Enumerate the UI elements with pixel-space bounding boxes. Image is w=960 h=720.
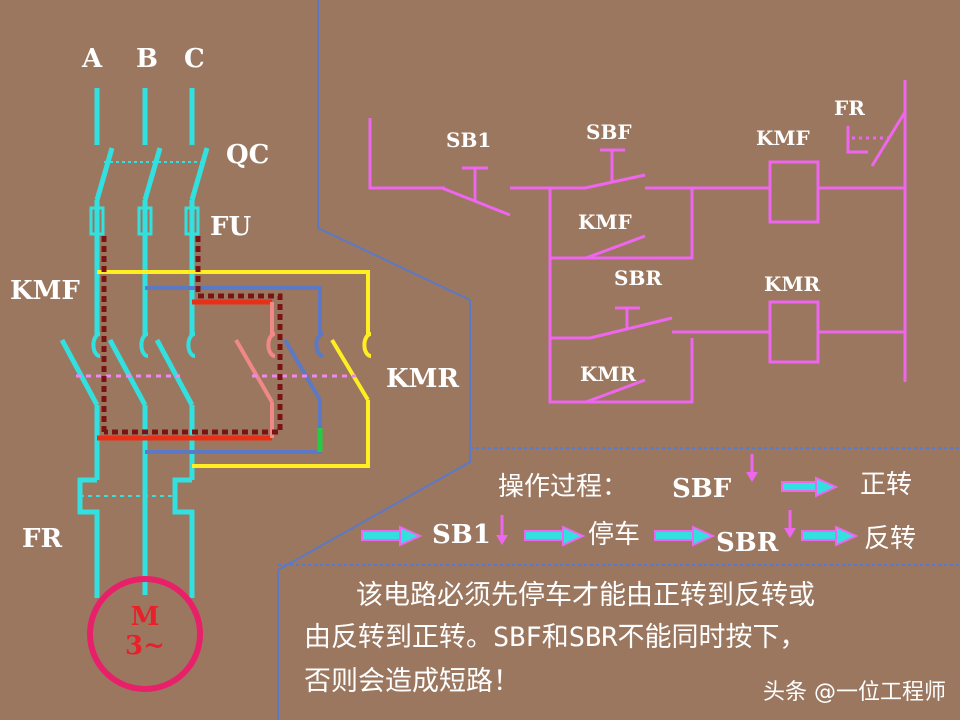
fr-element-a (77, 477, 100, 598)
down-arrow-1-head (746, 472, 758, 482)
kmr-branch (548, 338, 694, 404)
phase-label-c: C (184, 44, 205, 74)
motor-label-phase: 3~ (125, 630, 165, 661)
phase-label-a: A (82, 44, 103, 74)
phase-label-b: B (136, 44, 158, 74)
kmf-bus (97, 270, 370, 468)
note-line-3: 否则会造成短路！ (304, 666, 520, 697)
down-arrow-3-head (784, 528, 796, 538)
process-arrows (361, 454, 859, 547)
kmr-bus-bottom (145, 400, 322, 454)
process-forward: 正转 (860, 470, 913, 500)
qc-blade-b (142, 147, 163, 201)
kmr-bus-top (145, 286, 322, 336)
process-sb1: SB1 (432, 520, 491, 550)
kmr-contact-right (330, 338, 370, 402)
short-path-right (104, 236, 283, 435)
kmf-aux-contact (585, 234, 646, 260)
arrow-2-head (399, 525, 423, 547)
process-stop: 停车 (588, 520, 641, 550)
kmr-contact-mid (283, 338, 322, 402)
motor-label: M 3~ (115, 603, 175, 660)
fuse-b (137, 206, 153, 236)
qc-label: QC (226, 140, 270, 170)
hook-kmf-c (186, 332, 196, 358)
sbr-stem (615, 306, 640, 330)
fr-element-c (172, 477, 195, 598)
kmf-contact-label: KMF (578, 210, 632, 234)
fu-label: FU (210, 212, 252, 242)
sbf-label: SBF (586, 120, 632, 144)
kmf-contact-c (154, 338, 195, 407)
fuses (89, 206, 200, 236)
kmf-coil-label: KMF (756, 126, 810, 150)
sbr-branch (548, 258, 590, 340)
sb1-label: SB1 (446, 128, 492, 152)
process-title: 操作过程： (498, 472, 629, 502)
kmf-contact-a (59, 338, 100, 407)
kmf-bus-top (97, 270, 370, 336)
process-reverse: 反转 (864, 524, 917, 554)
sbr-contact (589, 316, 673, 340)
qc-blade-a (94, 147, 115, 201)
short-bars (97, 299, 272, 441)
process-sbf: SBF (672, 474, 732, 504)
qc-blade-c (189, 147, 210, 201)
motor-label-m: M (130, 602, 160, 632)
fuse-a (89, 206, 105, 236)
fr-power-label: FR (22, 524, 63, 554)
kmr-aux-contact (585, 378, 646, 404)
kmr-contact-left (234, 302, 274, 438)
short-circuit-path (101, 236, 283, 435)
arrow-5-body (801, 530, 837, 541)
note-line-1: 该电路必须先停车才能由正转到反转或 (356, 580, 815, 611)
arrow-3-head (562, 525, 586, 547)
down-arrow-2-head (496, 535, 508, 545)
kmf-coil (768, 160, 820, 224)
arrow-5-head (835, 525, 859, 547)
arrow-1-body (781, 481, 817, 492)
kmr-coil-label: KMR (764, 272, 821, 296)
left-rail (368, 118, 445, 190)
kmf-contact-b (107, 338, 148, 407)
arrow-4-head (692, 525, 716, 547)
kmf-branch (548, 188, 694, 260)
arrow-1-head (815, 476, 839, 498)
kmr-contact-label: KMR (580, 362, 637, 386)
arrow-3-body (524, 530, 564, 541)
sbr-label: SBR (614, 266, 662, 290)
arrow-4-body (654, 530, 694, 541)
hook-kmf-a (91, 332, 101, 358)
kmf-bus-bottom (192, 400, 370, 468)
kmr-coil (768, 300, 820, 364)
process-sbr: SBR (716, 528, 779, 558)
motor-circle (87, 576, 203, 692)
watermark: 头条 @一位工程师 (763, 680, 946, 705)
kmf-power-label: KMF (10, 276, 80, 306)
sbf-stem (600, 148, 625, 182)
panel-dividers (277, 0, 960, 720)
kmr-power-label: KMR (386, 364, 459, 394)
sb1-stem (462, 166, 488, 200)
phase-lines (59, 88, 210, 598)
hook-kmr-right (362, 332, 372, 358)
note-line-2: 由反转到正转。SBF和SBR不能同时按下， (304, 622, 807, 653)
hook-kmr-left (266, 332, 276, 358)
fr-control-label: FR (834, 96, 865, 120)
hook-kmf-b (139, 332, 149, 358)
contact-hooks (91, 332, 372, 358)
kmr-contact-left-blade (234, 338, 274, 404)
hook-kmr-mid (314, 332, 324, 358)
sb1-contact (441, 186, 511, 217)
vertical-divider (277, 0, 471, 720)
fr-hook (846, 126, 868, 154)
arrow-2-body (361, 530, 401, 541)
sbf-contact (584, 173, 646, 190)
fuse-c (184, 206, 200, 236)
control-circuit (368, 80, 907, 404)
